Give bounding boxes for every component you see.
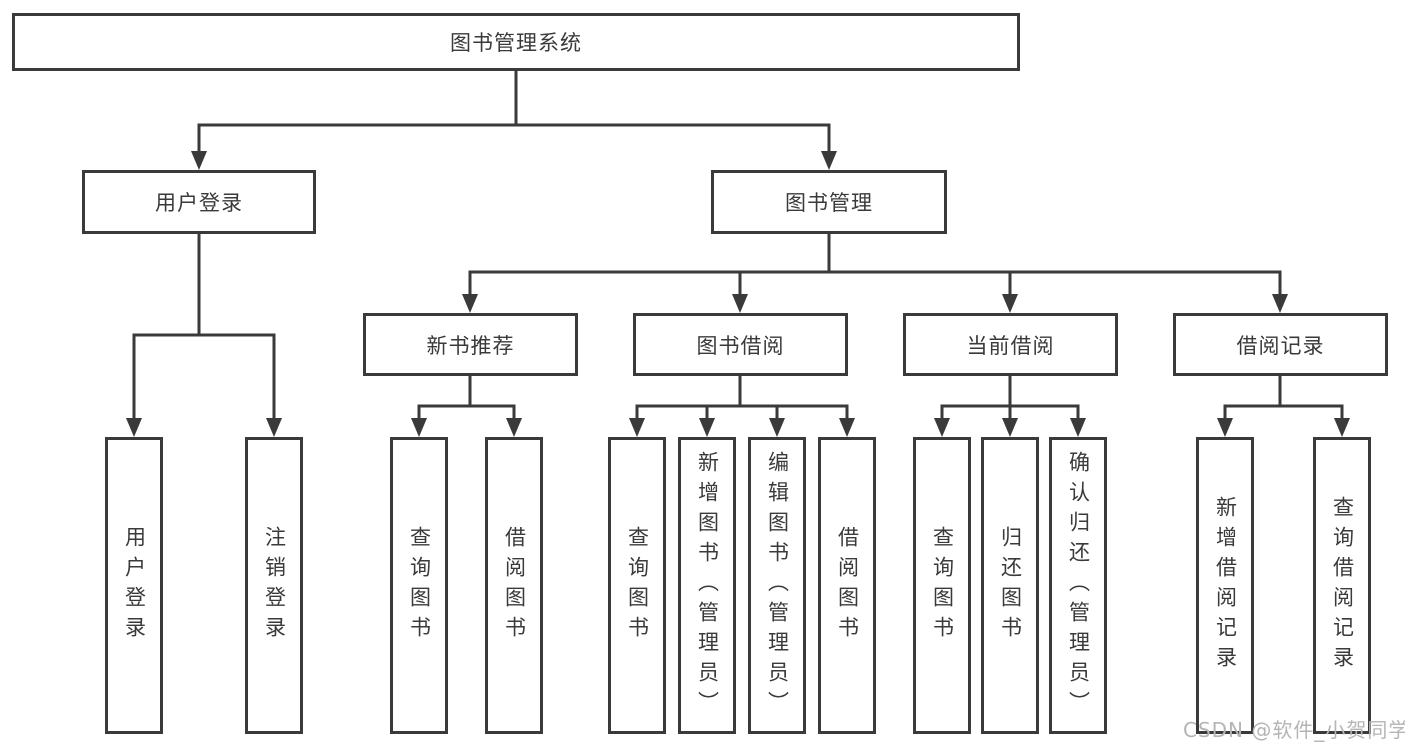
node-book-borrow: 图书借阅	[633, 313, 848, 376]
leaf-add-books-admin-label: 新增图书（管理员）	[695, 450, 720, 721]
leaf-user-login-label: 用户登录	[122, 525, 147, 646]
node-book-borrow-label: 图书借阅	[696, 333, 785, 358]
connector-userlogin-to-leaves	[132, 233, 276, 420]
leaf-newbook-query-books: 查询图书	[390, 437, 448, 734]
node-user-login-label: 用户登录	[155, 191, 243, 215]
node-root-system-label: 图书管理系统	[450, 31, 582, 55]
leaf-confirm-return-admin: 确认归还（管理员）	[1049, 437, 1107, 734]
leaf-borrow-query-books: 查询图书	[608, 437, 666, 734]
leaf-borrow-borrow-books: 借阅图书	[818, 437, 876, 734]
leaf-edit-books-admin-label: 编辑图书（管理员）	[765, 450, 790, 721]
leaf-user-login: 用户登录	[105, 437, 163, 734]
leaf-edit-books-admin: 编辑图书（管理员）	[748, 437, 806, 734]
connector-arrowheads	[126, 151, 1350, 437]
leaf-borrow-query-books-label: 查询图书	[625, 525, 650, 646]
leaf-add-books-admin: 新增图书（管理员）	[678, 437, 736, 734]
leaf-return-books-label: 归还图书	[998, 525, 1023, 646]
node-current-borrow-label: 当前借阅	[966, 333, 1055, 358]
leaf-logout: 注销登录	[245, 437, 303, 734]
leaf-query-borrow-record: 查询借阅记录	[1313, 437, 1371, 734]
connector-newbook-to-leaves	[417, 375, 516, 420]
node-borrow-records-label: 借阅记录	[1236, 333, 1325, 358]
connector-root-to-level2	[197, 70, 831, 153]
node-borrow-records: 借阅记录	[1173, 313, 1388, 376]
leaf-logout-label: 注销登录	[262, 525, 287, 646]
leaf-borrow-borrow-books-label: 借阅图书	[835, 525, 860, 646]
node-book-management: 图书管理	[711, 170, 947, 234]
leaf-add-borrow-record: 新增借阅记录	[1196, 437, 1254, 734]
leaf-newbook-query-books-label: 查询图书	[407, 525, 432, 646]
connector-borrow-to-leaves	[635, 375, 849, 420]
leaf-current-query-books-label: 查询图书	[930, 525, 955, 646]
watermark: CSDN @软件_小贺同学	[1183, 718, 1405, 742]
node-user-login: 用户登录	[82, 170, 316, 234]
node-new-book-recommend-label: 新书推荐	[426, 333, 515, 358]
node-book-management-label: 图书管理	[785, 191, 873, 215]
connector-current-to-leaves	[940, 375, 1080, 420]
node-new-book-recommend: 新书推荐	[363, 313, 578, 376]
connector-records-to-leaves	[1223, 375, 1344, 420]
leaf-return-books: 归还图书	[981, 437, 1039, 734]
leaf-query-borrow-record-label: 查询借阅记录	[1330, 495, 1355, 676]
connector-bookmgmt-to-level3	[468, 233, 1282, 296]
leaf-confirm-return-admin-label: 确认归还（管理员）	[1066, 450, 1091, 721]
node-root-system: 图书管理系统	[12, 13, 1020, 71]
leaf-newbook-borrow-books-label: 借阅图书	[502, 525, 527, 646]
leaf-add-borrow-record-label: 新增借阅记录	[1213, 495, 1238, 676]
leaf-newbook-borrow-books: 借阅图书	[485, 437, 543, 734]
leaf-current-query-books: 查询图书	[913, 437, 971, 734]
node-current-borrow: 当前借阅	[903, 313, 1118, 376]
